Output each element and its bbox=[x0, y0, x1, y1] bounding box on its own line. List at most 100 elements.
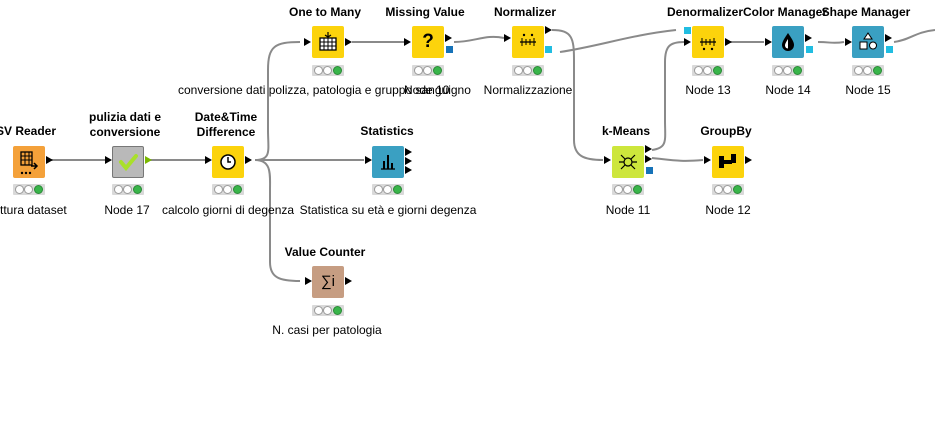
node-one-to-many[interactable] bbox=[312, 26, 344, 58]
node-color-manager[interactable] bbox=[772, 26, 804, 58]
node-status bbox=[612, 184, 644, 195]
node-title-value-counter: Value Counter bbox=[284, 245, 366, 259]
output-port[interactable] bbox=[445, 34, 452, 42]
denormalize-icon bbox=[700, 38, 716, 51]
output-port[interactable] bbox=[245, 156, 252, 164]
node-title-missing-value: Missing Value bbox=[385, 5, 465, 19]
output-port[interactable] bbox=[645, 155, 652, 163]
input-port[interactable] bbox=[205, 156, 212, 164]
model-output-port[interactable] bbox=[886, 46, 893, 53]
node-status bbox=[772, 65, 804, 76]
model-input-port[interactable] bbox=[684, 27, 691, 34]
node-status bbox=[312, 65, 344, 76]
node-denormalizer[interactable] bbox=[692, 26, 724, 58]
bar-chart-icon bbox=[381, 155, 395, 170]
node-label-shape-manager[interactable]: Node 15 bbox=[845, 83, 891, 97]
output-port[interactable] bbox=[145, 156, 152, 164]
output-port[interactable] bbox=[885, 34, 892, 42]
question-icon: ? bbox=[422, 31, 434, 52]
input-port[interactable] bbox=[365, 156, 372, 164]
node-pulizia[interactable] bbox=[112, 146, 144, 178]
node-shape-manager[interactable] bbox=[852, 26, 884, 58]
node-label-csv-reader[interactable]: ttura dataset bbox=[0, 203, 67, 217]
connection-shape-out bbox=[893, 29, 935, 43]
node-groupby[interactable] bbox=[712, 146, 744, 178]
node-status bbox=[512, 65, 544, 76]
node-status bbox=[692, 65, 724, 76]
connection-color-shape bbox=[817, 41, 845, 44]
node-value-counter[interactable]: ∑i bbox=[312, 266, 344, 298]
output-port[interactable] bbox=[46, 156, 53, 164]
output-port[interactable] bbox=[345, 38, 352, 46]
connection-datetime-onetomany bbox=[254, 41, 301, 161]
output-port[interactable] bbox=[645, 145, 652, 153]
output-port[interactable] bbox=[725, 38, 732, 46]
node-label-kmeans[interactable]: Node 11 bbox=[605, 203, 651, 217]
connection-normalizer-kmeans bbox=[551, 29, 604, 161]
node-kmeans[interactable] bbox=[612, 146, 644, 178]
node-status bbox=[852, 65, 884, 76]
input-port[interactable] bbox=[305, 277, 312, 285]
node-status bbox=[13, 184, 45, 195]
node-title-csv-reader: SV Reader bbox=[0, 124, 57, 138]
node-title-normalizer: Normalizer bbox=[493, 5, 557, 19]
node-missing-value[interactable]: ? bbox=[412, 26, 444, 58]
output-port[interactable] bbox=[405, 166, 412, 174]
model-output-port[interactable] bbox=[806, 46, 813, 53]
node-label-datetime[interactable]: calcolo giorni di degenza bbox=[161, 203, 295, 217]
node-label-denormalizer[interactable]: Node 13 bbox=[685, 83, 731, 97]
node-csv-reader[interactable] bbox=[13, 146, 45, 178]
node-status bbox=[312, 305, 344, 316]
node-label-value-counter[interactable]: N. casi per patologia bbox=[272, 323, 382, 337]
output-port[interactable] bbox=[805, 34, 812, 42]
clock-icon bbox=[220, 154, 236, 170]
sigma-icon: ∑i bbox=[320, 273, 336, 290]
input-port[interactable] bbox=[105, 156, 112, 164]
node-status bbox=[412, 65, 444, 76]
input-port[interactable] bbox=[604, 156, 611, 164]
node-normalizer[interactable] bbox=[512, 26, 544, 58]
input-port[interactable] bbox=[845, 38, 852, 46]
connection-missing-normalizer bbox=[453, 35, 505, 43]
input-port[interactable] bbox=[704, 156, 711, 164]
node-statistics[interactable] bbox=[372, 146, 404, 178]
output-port[interactable] bbox=[405, 148, 412, 156]
model-output-port[interactable] bbox=[545, 46, 552, 53]
drop-icon bbox=[782, 33, 794, 51]
node-label-pulizia[interactable]: Node 17 bbox=[104, 203, 150, 217]
connection-normalizer-denormalizer bbox=[559, 29, 677, 53]
node-datetime[interactable] bbox=[212, 146, 244, 178]
node-status bbox=[212, 184, 244, 195]
output-port[interactable] bbox=[345, 277, 352, 285]
node-label-normalizer[interactable]: Normalizzazione bbox=[483, 83, 573, 97]
model-output-port[interactable] bbox=[446, 46, 453, 53]
node-label-statistics[interactable]: Statistica su età e giorni degenza bbox=[299, 203, 477, 217]
output-port[interactable] bbox=[745, 156, 752, 164]
connection-datetime-valuecounter bbox=[254, 159, 301, 282]
input-port[interactable] bbox=[684, 38, 691, 46]
connection-kmeans-groupby bbox=[651, 157, 704, 162]
input-port[interactable] bbox=[404, 38, 411, 46]
node-status bbox=[712, 184, 744, 195]
input-port[interactable] bbox=[504, 34, 511, 42]
output-port[interactable] bbox=[545, 26, 552, 34]
model-output-port[interactable] bbox=[646, 167, 653, 174]
output-port[interactable] bbox=[405, 157, 412, 165]
node-label-color-manager[interactable]: Node 14 bbox=[765, 83, 811, 97]
node-title-statistics: Statistics bbox=[360, 124, 414, 138]
input-port[interactable] bbox=[765, 38, 772, 46]
node-title-denormalizer: Denormalizer bbox=[666, 5, 744, 19]
node-title-one-to-many: One to Many bbox=[288, 5, 362, 19]
node-label-missing-value[interactable]: Node 10 bbox=[404, 83, 450, 97]
connection-kmeans-denormalizer bbox=[651, 41, 685, 151]
input-port[interactable] bbox=[304, 38, 311, 46]
node-label-groupby[interactable]: Node 12 bbox=[705, 203, 751, 217]
node-status bbox=[112, 184, 144, 195]
checkmark-icon bbox=[119, 154, 138, 172]
cluster-icon bbox=[619, 154, 637, 170]
node-label-one-to-many[interactable]: conversione dati polizza, patologia e gr… bbox=[178, 83, 471, 97]
normalize-icon bbox=[520, 33, 536, 46]
node-title-shape-manager: Shape Manager bbox=[821, 5, 911, 19]
